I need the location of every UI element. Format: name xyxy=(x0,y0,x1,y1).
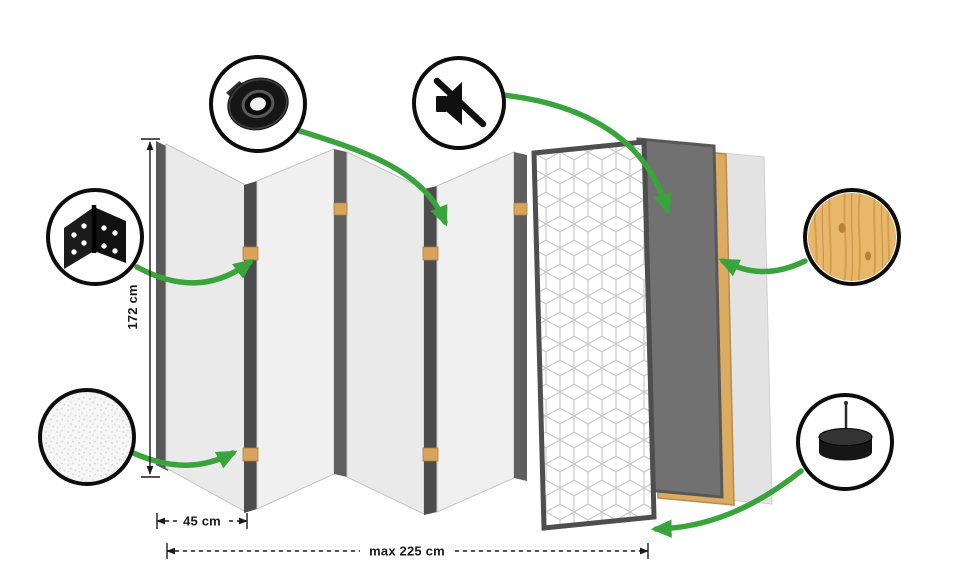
panel-fold-edge-1 xyxy=(244,181,257,513)
felt-pad-icon xyxy=(818,401,873,461)
pad-top xyxy=(818,428,873,446)
hinge-connector xyxy=(422,447,439,462)
hinge-callout xyxy=(46,188,144,286)
mute-callout xyxy=(412,56,506,150)
hinge-connector xyxy=(513,202,528,216)
height-dimension: 172 cm xyxy=(125,138,160,478)
panel-width-dimension: 45 cm xyxy=(156,513,248,529)
fabric-callout-circle xyxy=(38,388,136,486)
panel-left-edge xyxy=(156,141,168,471)
wood-knot xyxy=(838,223,846,233)
tape-callout xyxy=(209,55,307,153)
panel-1 xyxy=(165,143,247,513)
hinge-connector xyxy=(242,246,259,261)
arrow-fabric-to-panel xyxy=(128,449,238,469)
hinge-connector xyxy=(422,246,439,261)
accordion-panels xyxy=(156,139,657,531)
hinge-leaf-right xyxy=(94,207,126,263)
panel-fold-edge-2 xyxy=(334,149,347,477)
exploded-layers xyxy=(636,137,773,506)
fabric-callout xyxy=(38,388,136,486)
pad-callout xyxy=(796,393,894,491)
panel-width-label: 45 cm xyxy=(183,514,221,529)
panel-width-label-bg xyxy=(177,513,227,529)
tape-roll-icon xyxy=(226,77,289,131)
panel-4 xyxy=(436,151,515,513)
wood-callout xyxy=(803,188,901,286)
arrow-mute-to-layer xyxy=(500,92,672,216)
height-dimension-label: 172 cm xyxy=(125,284,140,329)
total-width-dimension: max 225 cm xyxy=(166,543,649,559)
panel-fold-edge-3 xyxy=(424,186,437,515)
muted-speaker-icon xyxy=(433,77,487,128)
panel-3 xyxy=(346,151,425,515)
patterned-panel-frame xyxy=(531,139,657,531)
patterned-panel-print xyxy=(534,142,654,528)
pad-pin-head xyxy=(844,401,848,405)
hinge-screw-holes xyxy=(71,223,118,255)
hinge-icon xyxy=(64,205,126,269)
hinge-connector xyxy=(333,202,348,216)
panel-2 xyxy=(256,148,335,510)
speaker-body xyxy=(436,96,447,112)
hinge-connector xyxy=(242,447,259,462)
patterned-panel xyxy=(531,139,657,531)
mute-slash xyxy=(433,77,487,128)
hinge-leaf-left xyxy=(64,207,94,269)
tape-roll-core xyxy=(250,97,266,111)
arrow-tape-to-fold xyxy=(294,127,448,227)
arrow-wood-to-frame xyxy=(718,258,808,277)
total-width-label: max 225 cm xyxy=(369,544,445,559)
arrow-pad-to-base xyxy=(650,468,804,538)
fabric-texture-swatch xyxy=(42,392,132,482)
wood-knot xyxy=(865,251,871,261)
pad-bottom xyxy=(819,443,872,461)
tape-roll-rim xyxy=(228,78,288,130)
total-width-label-bg xyxy=(360,543,454,559)
panel-fold-edge-4 xyxy=(514,152,527,481)
wood-callout-circle xyxy=(803,188,901,286)
